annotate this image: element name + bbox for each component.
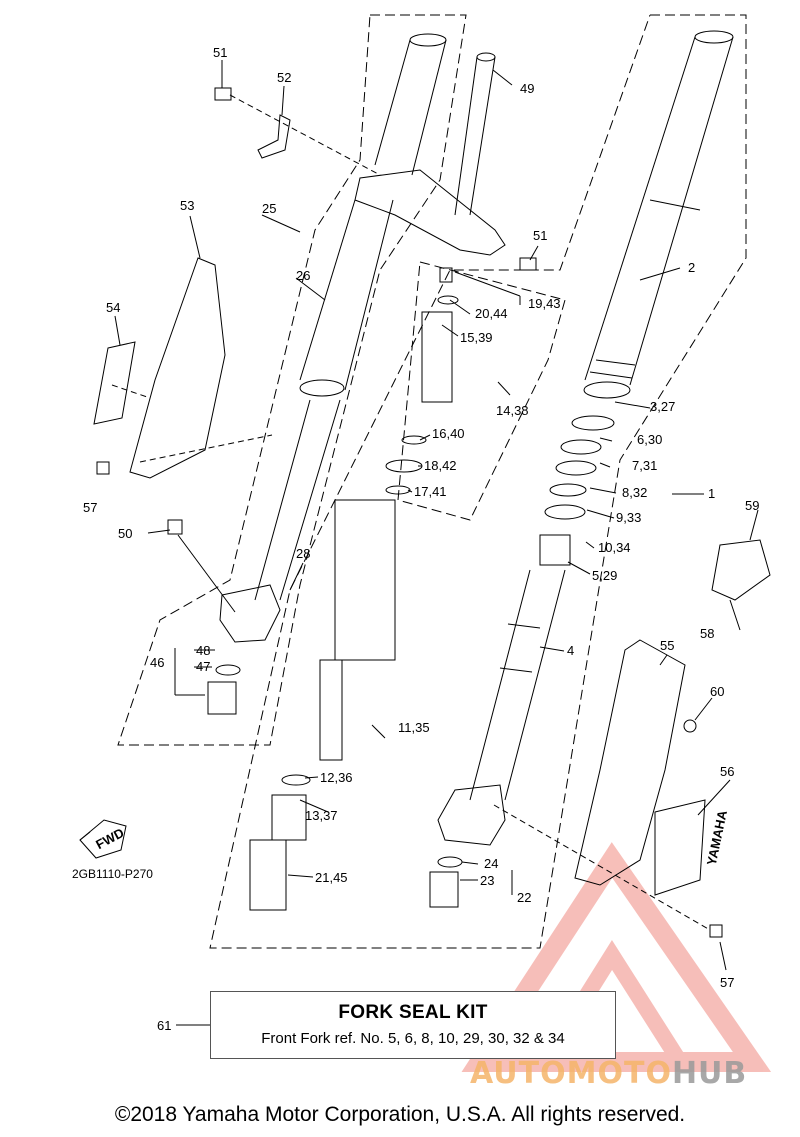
- part-label: 9,33: [616, 510, 641, 525]
- watermark-part1: AUTOMOTO: [470, 1056, 672, 1091]
- guard-label-left: [93, 341, 136, 425]
- part-label: 50: [118, 526, 132, 541]
- kit-description: Front Fork ref. No. 5, 6, 8, 10, 29, 30,…: [261, 1030, 565, 1047]
- left-assembly-outline: [117, 14, 467, 746]
- part-label: 53: [180, 198, 194, 213]
- axle-bracket-right: [437, 784, 506, 846]
- part-label: 11,35: [398, 720, 430, 735]
- part-label: 10,34: [598, 540, 631, 555]
- part-label: 2: [688, 260, 695, 275]
- fork-guard-left: [129, 257, 226, 479]
- axle-bracket-left: [219, 584, 281, 643]
- part-label: 52: [277, 70, 291, 85]
- part-label: 23: [480, 873, 494, 888]
- part-label: 47: [196, 659, 210, 674]
- fork-protector-clip: [711, 539, 771, 601]
- axle-bolt-left: [207, 681, 237, 715]
- part-label: 19,43: [528, 296, 561, 311]
- part-label: 5,29: [592, 568, 617, 583]
- damper-cartridge: [249, 267, 459, 911]
- watermark-text: AUTOMOTOHUB: [470, 1056, 747, 1091]
- part-label: 15,39: [460, 330, 493, 345]
- part-label: 6,30: [637, 432, 662, 447]
- guard-logo-text: YAMAHA: [704, 808, 730, 866]
- part-label: 13,37: [305, 808, 338, 823]
- bolt-57-left: [96, 461, 110, 475]
- part-label: 17,41: [414, 484, 447, 499]
- part-label: 49: [520, 81, 534, 96]
- part-label: 48: [196, 643, 210, 658]
- part-label: 4: [567, 643, 574, 658]
- right-assembly-outline: [209, 14, 747, 949]
- part-label: 21,45: [315, 870, 348, 885]
- part-label: 22: [517, 890, 531, 905]
- part-label: 20,44: [475, 306, 508, 321]
- part-label: 58: [700, 626, 714, 641]
- part-label: 8,32: [622, 485, 647, 500]
- bolt-51-top: [214, 87, 232, 101]
- part-label: 51: [533, 228, 547, 243]
- part-label: 28: [296, 546, 310, 561]
- diagram-ref-code: 2GB1110-P270: [72, 867, 153, 881]
- part-label: 56: [720, 764, 734, 779]
- watermark-part2: HUB: [671, 1056, 748, 1091]
- part-label: 51: [213, 45, 227, 60]
- axle-bolt-right: [429, 871, 459, 908]
- washer-24: [437, 856, 463, 868]
- part-label: 60: [710, 684, 724, 699]
- yamaha-decal: [654, 799, 706, 896]
- part-label: 59: [745, 498, 759, 513]
- part-label: 3,27: [650, 399, 675, 414]
- part-label: 55: [660, 638, 674, 653]
- cable-guide-bracket: [257, 114, 291, 159]
- clip-60: [683, 719, 697, 733]
- steering-stem: [454, 52, 496, 216]
- part-labels: 51 52 49 53 25 51 2 26 19,43 54 20,44 15…: [72, 45, 759, 1033]
- outer-tube-right: [583, 30, 734, 399]
- part-label: 18,42: [424, 458, 457, 473]
- part-label: 54: [106, 300, 120, 315]
- part-label: 61: [157, 1018, 171, 1033]
- bolt-50: [167, 519, 183, 535]
- part-label: 25: [262, 201, 276, 216]
- inner-tube-right: [469, 415, 615, 801]
- part-label: 57: [83, 500, 97, 515]
- part-label: 14,38: [496, 403, 529, 418]
- part-label: 1: [708, 486, 715, 501]
- outer-tube-left: [254, 33, 447, 601]
- part-label: 16,40: [432, 426, 465, 441]
- bolt-57-right: [709, 924, 723, 938]
- fork-guard-right: [574, 639, 686, 886]
- part-label: 12,36: [320, 770, 353, 785]
- bolt-51-right: [519, 257, 537, 271]
- part-label: 24: [484, 856, 498, 871]
- kit-title: FORK SEAL KIT: [338, 1002, 488, 1023]
- copyright-notice: ©2018 Yamaha Motor Corporation, U.S.A. A…: [114, 1103, 686, 1126]
- triple-clamp: [354, 169, 506, 256]
- part-label: 46: [150, 655, 164, 670]
- part-label: 57: [720, 975, 734, 990]
- part-label: 7,31: [632, 458, 657, 473]
- fork-seal-kit-box: FORK SEAL KIT Front Fork ref. No. 5, 6, …: [210, 991, 616, 1059]
- fwd-arrow-icon: [79, 819, 127, 859]
- leader-lines: [111, 60, 759, 1026]
- washer-47: [215, 664, 241, 676]
- part-label: 26: [296, 268, 310, 283]
